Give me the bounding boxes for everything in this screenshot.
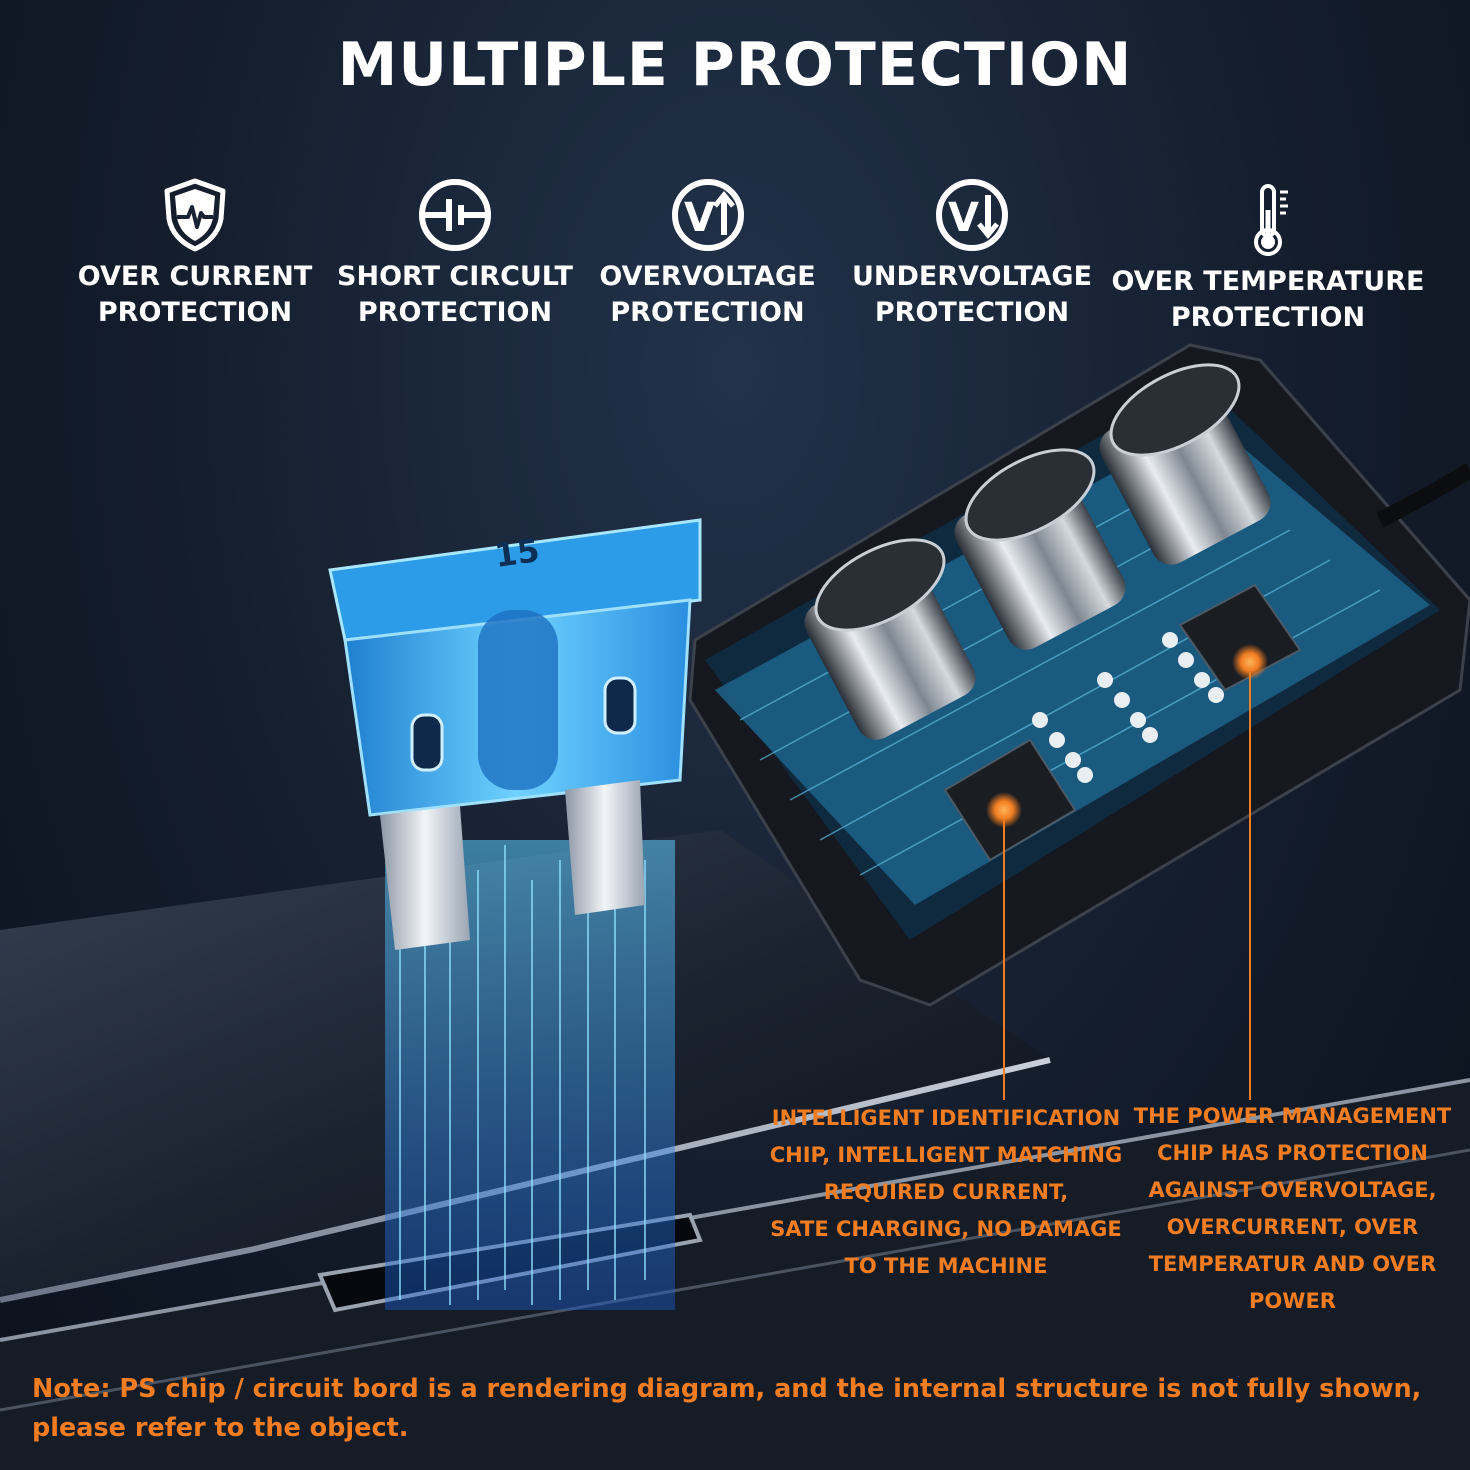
feature-label: UNDERVOLTAGE PROTECTION [851,261,1093,328]
socket-cylinders [804,363,1271,740]
lower-panel [0,1080,1470,1470]
page-title: MULTIPLE PROTECTION [337,30,1133,100]
blade-fuse: 15 [328,518,702,950]
feature-overvoltage: V OVERVOLTAGE PROTECTION [580,175,835,331]
feature-label: OVER CURRENT PROTECTION [77,261,313,328]
feature-over-temperature: OVER TEMPERATURE PROTECTION [1108,180,1428,336]
svg-text:V: V [948,195,979,241]
lower-edge-2 [0,1148,1470,1412]
feature-undervoltage: V UNDERVOLTAGE PROTECTION [838,175,1106,331]
fuse-rating-label: 15 [492,531,541,575]
callout-identification-chip: INTELLIGENT IDENTIFICATION CHIP, INTELLI… [769,1106,1123,1278]
shield-pulse-icon [164,178,226,252]
power-management-chip [1178,583,1302,692]
feature-over-current: OVER CURRENT PROTECTION [60,175,330,331]
surface-edge [0,1057,1051,1303]
socket-splitter-device [688,343,1470,1007]
lower-edge [0,1078,1470,1342]
feature-short-circuit: SHORT CIRCULT PROTECTION [320,175,590,331]
callout-power-management-chip: THE POWER MANAGEMENT CHIP HAS PROTECTION… [1133,1104,1452,1313]
feature-label: SHORT CIRCULT PROTECTION [337,261,573,328]
thermometer-icon [1254,184,1288,256]
feature-label: OVER TEMPERATURE PROTECTION [1111,266,1425,333]
short-circuit-icon [419,179,491,251]
voltage-up-icon: V [671,179,744,251]
disclaimer-note: Note: PS chip / circuit bord is a render… [32,1374,1422,1443]
voltage-down-icon: V [936,179,1008,251]
circuit-board [715,420,1430,905]
svg-text:V: V [684,195,715,241]
power-cable [1376,463,1470,528]
feature-label: OVERVOLTAGE PROTECTION [599,261,816,328]
